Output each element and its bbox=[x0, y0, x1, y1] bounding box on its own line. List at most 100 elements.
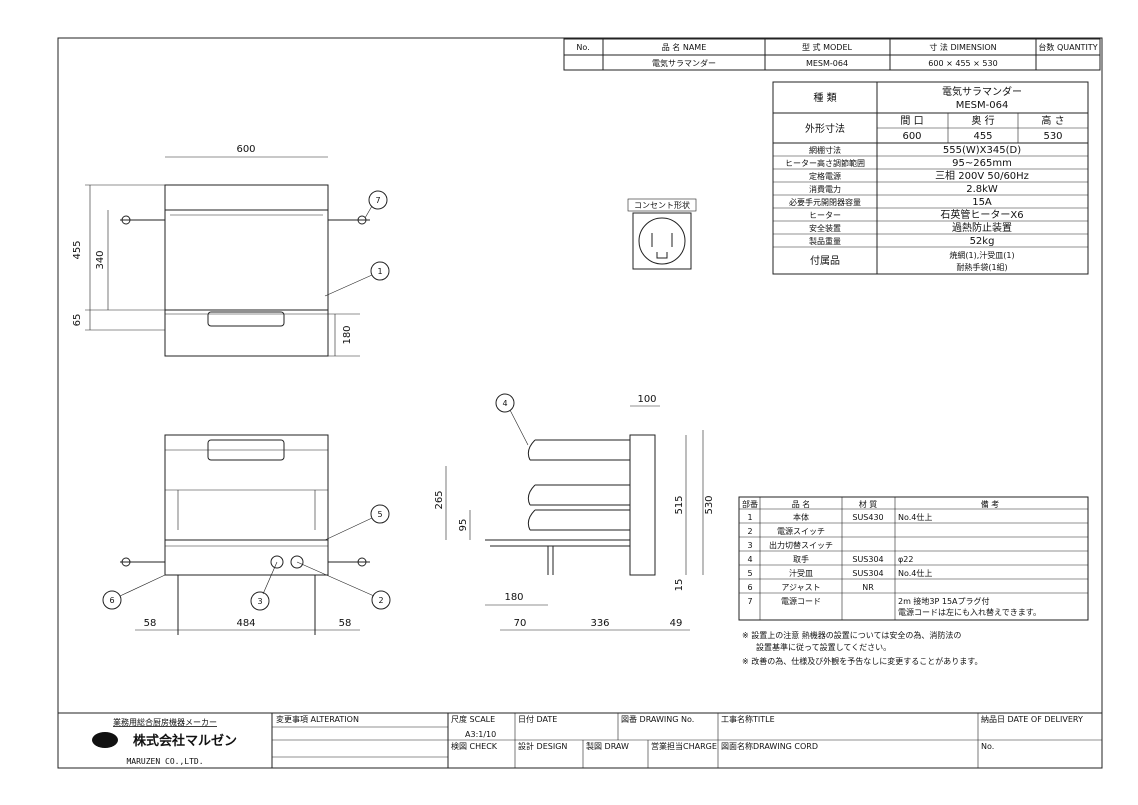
note-1: ※ 設置上の注意 熱機器の設置については安全の為、消防法の bbox=[742, 630, 961, 640]
parts-cell: SUS430 bbox=[852, 513, 883, 522]
dim-lower-right: 58 bbox=[339, 618, 352, 629]
header-dimension: 寸 法 DIMENSION bbox=[929, 42, 996, 52]
spec-dim-val: 600 bbox=[902, 131, 921, 142]
parts-head: 部番 bbox=[742, 499, 758, 509]
parts-cell: 電源スイッチ bbox=[777, 527, 825, 536]
company-name-en: MARUZEN CO.,LTD. bbox=[126, 757, 203, 766]
scale-label: 尺度 SCALE bbox=[451, 714, 495, 724]
header-table: No. 品 名 NAME 型 式 MODEL 寸 法 DIMENSION 台数 … bbox=[563, 38, 1101, 71]
dim-side-range: 265 bbox=[434, 490, 445, 509]
dim-side-b3: 49 bbox=[670, 618, 683, 629]
dim-side-b2: 336 bbox=[590, 618, 609, 629]
note-2: 設置基準に従って設置してください。 bbox=[756, 642, 891, 652]
maker-type: 業務用総合厨房機器メーカー bbox=[113, 717, 217, 727]
parts-cell: 3 bbox=[747, 541, 752, 550]
title-block: 業務用総合厨房機器メーカー 株式会社マルゼン MARUZEN CO.,LTD. … bbox=[57, 712, 1103, 769]
spec-type-model: MESM-064 bbox=[956, 100, 1009, 111]
parts-head: 品 名 bbox=[792, 499, 811, 509]
parts-cell: SUS304 bbox=[852, 555, 883, 564]
check-label: 検図 CHECK bbox=[451, 741, 498, 751]
spec-value: 三相 200V 50/60Hz bbox=[935, 169, 1029, 182]
parts-cell: 1 bbox=[747, 513, 752, 522]
spec-key: ヒーター高さ調節範囲 bbox=[785, 158, 865, 168]
spec-type-name: 電気サラマンダー bbox=[942, 85, 1022, 98]
dim-side-foot: 15 bbox=[674, 579, 685, 592]
spec-key: ヒーター bbox=[809, 211, 841, 220]
date-label: 日付 DATE bbox=[518, 714, 557, 724]
balloon-3: 3 bbox=[257, 597, 262, 606]
parts-cell: 2m 接地3P 15Aプラグ付 bbox=[898, 596, 990, 606]
drawing-cord-label: 図面名称DRAWING CORD bbox=[721, 741, 818, 751]
parts-cell: 7 bbox=[747, 597, 752, 606]
delivery-no-label: No. bbox=[981, 742, 994, 751]
dim-side-h1: 515 bbox=[674, 495, 685, 514]
parts-cell: 2 bbox=[747, 527, 752, 536]
lower-front-view: 58 484 58 5 6 3 2 bbox=[102, 434, 391, 635]
spec-accessories-2: 耐熱手袋(1組) bbox=[956, 262, 1007, 272]
dim-front-inner: 340 bbox=[95, 250, 106, 269]
spec-dim-head: 奥 行 bbox=[971, 114, 994, 127]
parts-cell: SUS304 bbox=[852, 569, 883, 578]
company-name: 株式会社マルゼン bbox=[133, 733, 237, 749]
note-3: ※ 改善の為、仕様及び外観を予告なしに変更することがあります。 bbox=[742, 656, 982, 666]
parts-cell: No.4仕上 bbox=[898, 568, 932, 578]
spec-key: 消費電力 bbox=[809, 184, 841, 194]
alteration-label: 変更事項 ALTERATION bbox=[276, 714, 359, 724]
balloon-4: 4 bbox=[502, 399, 507, 408]
header-name: 品 名 NAME bbox=[662, 42, 707, 52]
parts-cell: NR bbox=[862, 583, 874, 592]
scale-value: A3:1/10 bbox=[465, 730, 496, 739]
dim-lower-left: 58 bbox=[144, 618, 157, 629]
parts-cell: 電源コード bbox=[781, 597, 821, 606]
parts-cell: 出力切替スイッチ bbox=[769, 540, 833, 550]
parts-cell: φ22 bbox=[898, 555, 913, 564]
spec-value: 石英管ヒーターX6 bbox=[940, 208, 1023, 221]
spec-dim-val: 530 bbox=[1043, 131, 1062, 142]
spec-dim-head: 間 口 bbox=[900, 115, 923, 127]
side-view: 100 515 530 15 265 95 180 70 336 49 4 bbox=[434, 393, 715, 631]
dim-side-min: 95 bbox=[458, 519, 469, 532]
spec-accessories-1: 焼網(1),汁受皿(1) bbox=[949, 250, 1014, 260]
header-model: 型 式 MODEL bbox=[802, 42, 852, 52]
spec-key: 網棚寸法 bbox=[809, 145, 841, 155]
parts-cell: 取手 bbox=[793, 554, 809, 564]
draw-label: 製図 DRAW bbox=[586, 741, 629, 751]
outlet-label: コンセント形状 bbox=[634, 200, 690, 210]
maruzen-logo: 株式会社マルゼン bbox=[92, 732, 237, 749]
dim-side-tray: 180 bbox=[504, 592, 523, 603]
parts-head: 材 質 bbox=[859, 499, 878, 509]
outlet-shape: コンセント形状 bbox=[627, 198, 697, 270]
dim-side-top: 100 bbox=[637, 394, 656, 405]
parts-cell: 5 bbox=[747, 569, 752, 578]
parts-cell: 4 bbox=[747, 555, 752, 564]
parts-cell: No.4仕上 bbox=[898, 512, 932, 522]
spec-value: 15A bbox=[972, 197, 992, 208]
dim-front-base: 65 bbox=[72, 314, 83, 327]
parts-head: 備 考 bbox=[981, 499, 1000, 509]
parts-cell: アジャスト bbox=[781, 583, 820, 592]
balloon-1: 1 bbox=[377, 267, 382, 276]
dim-front-width: 600 bbox=[236, 144, 255, 155]
dim-front-height: 455 bbox=[72, 240, 83, 259]
design-label: 設計 DESIGN bbox=[518, 741, 567, 751]
parts-cell: 6 bbox=[747, 583, 752, 592]
front-view: 600 455 340 65 180 1 7 bbox=[72, 144, 390, 357]
dim-front-tray: 180 bbox=[342, 325, 353, 344]
spec-value: 52kg bbox=[970, 236, 995, 247]
spec-table: 種 類 電気サラマンダー MESM-064 外形寸法 間 口 奥 行 高 さ 6… bbox=[772, 81, 1089, 275]
spec-key: 安全装置 bbox=[809, 223, 841, 233]
spec-type-label: 種 類 bbox=[813, 91, 836, 104]
product-dimension: 600 × 455 × 530 bbox=[928, 59, 997, 68]
dim-side-h2: 530 bbox=[704, 495, 715, 514]
parts-cell: 汁受皿 bbox=[789, 568, 813, 578]
spec-value: 2.8kW bbox=[966, 184, 998, 195]
notes: ※ 設置上の注意 熱機器の設置については安全の為、消防法の 設置基準に従って設置… bbox=[742, 630, 982, 666]
balloon-7: 7 bbox=[375, 196, 380, 205]
parts-row7-note: 電源コードは左にも入れ替えできます。 bbox=[898, 607, 1041, 617]
product-name: 電気サラマンダー bbox=[652, 58, 716, 68]
spec-key: 製品重量 bbox=[809, 236, 841, 246]
spec-dim-val: 455 bbox=[973, 131, 992, 142]
delivery-label: 納品日 DATE OF DELIVERY bbox=[981, 714, 1083, 724]
